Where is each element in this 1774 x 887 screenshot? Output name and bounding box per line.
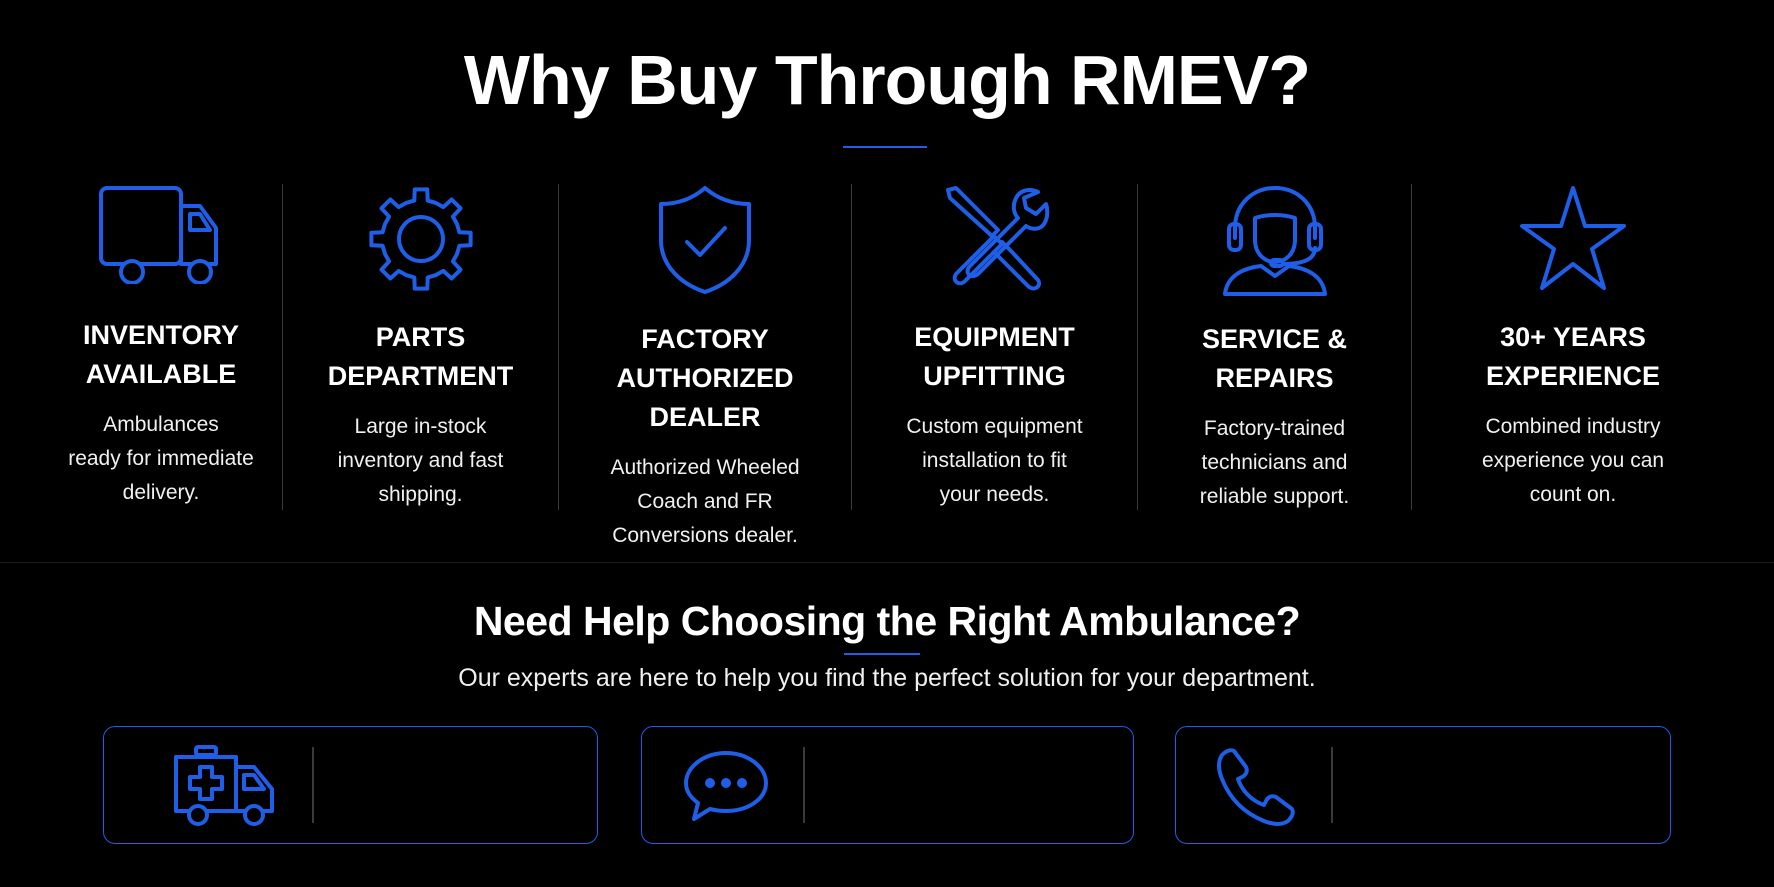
phone-icon: [1216, 747, 1296, 832]
feature-title: EQUIPMENT UPFITTING: [914, 322, 1075, 391]
gear-icon: [366, 184, 476, 294]
title-underline: [843, 146, 927, 148]
feature-description: Combined industry experience you can cou…: [1481, 415, 1665, 506]
feature-experience: 30+ YEARS EXPERIENCE Combined industry e…: [1411, 184, 1734, 510]
feature-description: Ambulances ready for immediate delivery.: [68, 413, 254, 504]
feature-title: PARTS DEPARTMENT: [327, 322, 514, 391]
headset-agent-icon: [1219, 184, 1331, 296]
truck-icon: [96, 184, 226, 292]
chat-bubble-icon: [682, 749, 770, 826]
feature-description: Factory-trained technicians and reliable…: [1199, 417, 1350, 508]
contact-card-chat[interactable]: [641, 726, 1134, 844]
feature-title: 30+ YEARS EXPERIENCE: [1485, 322, 1661, 391]
feature-dealer: FACTORY AUTHORIZED DEALER Authorized Whe…: [558, 184, 851, 547]
section-divider: [0, 562, 1774, 563]
star-icon: [1518, 184, 1628, 294]
feature-inventory: INVENTORY AVAILABLE Ambulances ready for…: [40, 184, 282, 510]
page-title: Why Buy Through RMEV?: [463, 41, 1311, 119]
ambulance-icon: [174, 745, 276, 832]
help-title: Need Help Choosing the Right Ambulance?: [473, 598, 1301, 644]
feature-parts: PARTS DEPARTMENT Large in-stock inventor…: [282, 184, 558, 510]
contact-card-phone[interactable]: [1175, 726, 1671, 844]
feature-service: SERVICE & REPAIRS Factory-trained techni…: [1137, 184, 1411, 510]
shield-check-icon: [655, 184, 755, 296]
card-separator: [312, 747, 314, 823]
feature-title: INVENTORY AVAILABLE: [82, 320, 240, 389]
help-title-underline: [844, 653, 920, 655]
feature-title: SERVICE & REPAIRS: [1201, 324, 1348, 393]
card-separator: [1331, 747, 1333, 823]
features-row: INVENTORY AVAILABLE Ambulances ready for…: [40, 184, 1734, 547]
help-subtitle: Our experts are here to help you find th…: [458, 664, 1316, 692]
card-separator: [803, 747, 805, 823]
feature-upfitting: EQUIPMENT UPFITTING Custom equipment ins…: [851, 184, 1137, 510]
tools-icon: [940, 184, 1050, 294]
feature-description: Large in-stock inventory and fast shippi…: [337, 415, 504, 506]
contact-card-quote[interactable]: [103, 726, 598, 844]
feature-title: FACTORY AUTHORIZED DEALER: [616, 324, 794, 432]
feature-description: Authorized Wheeled Coach and FR Conversi…: [610, 456, 800, 547]
feature-description: Custom equipment installation to fit you…: [906, 415, 1083, 506]
